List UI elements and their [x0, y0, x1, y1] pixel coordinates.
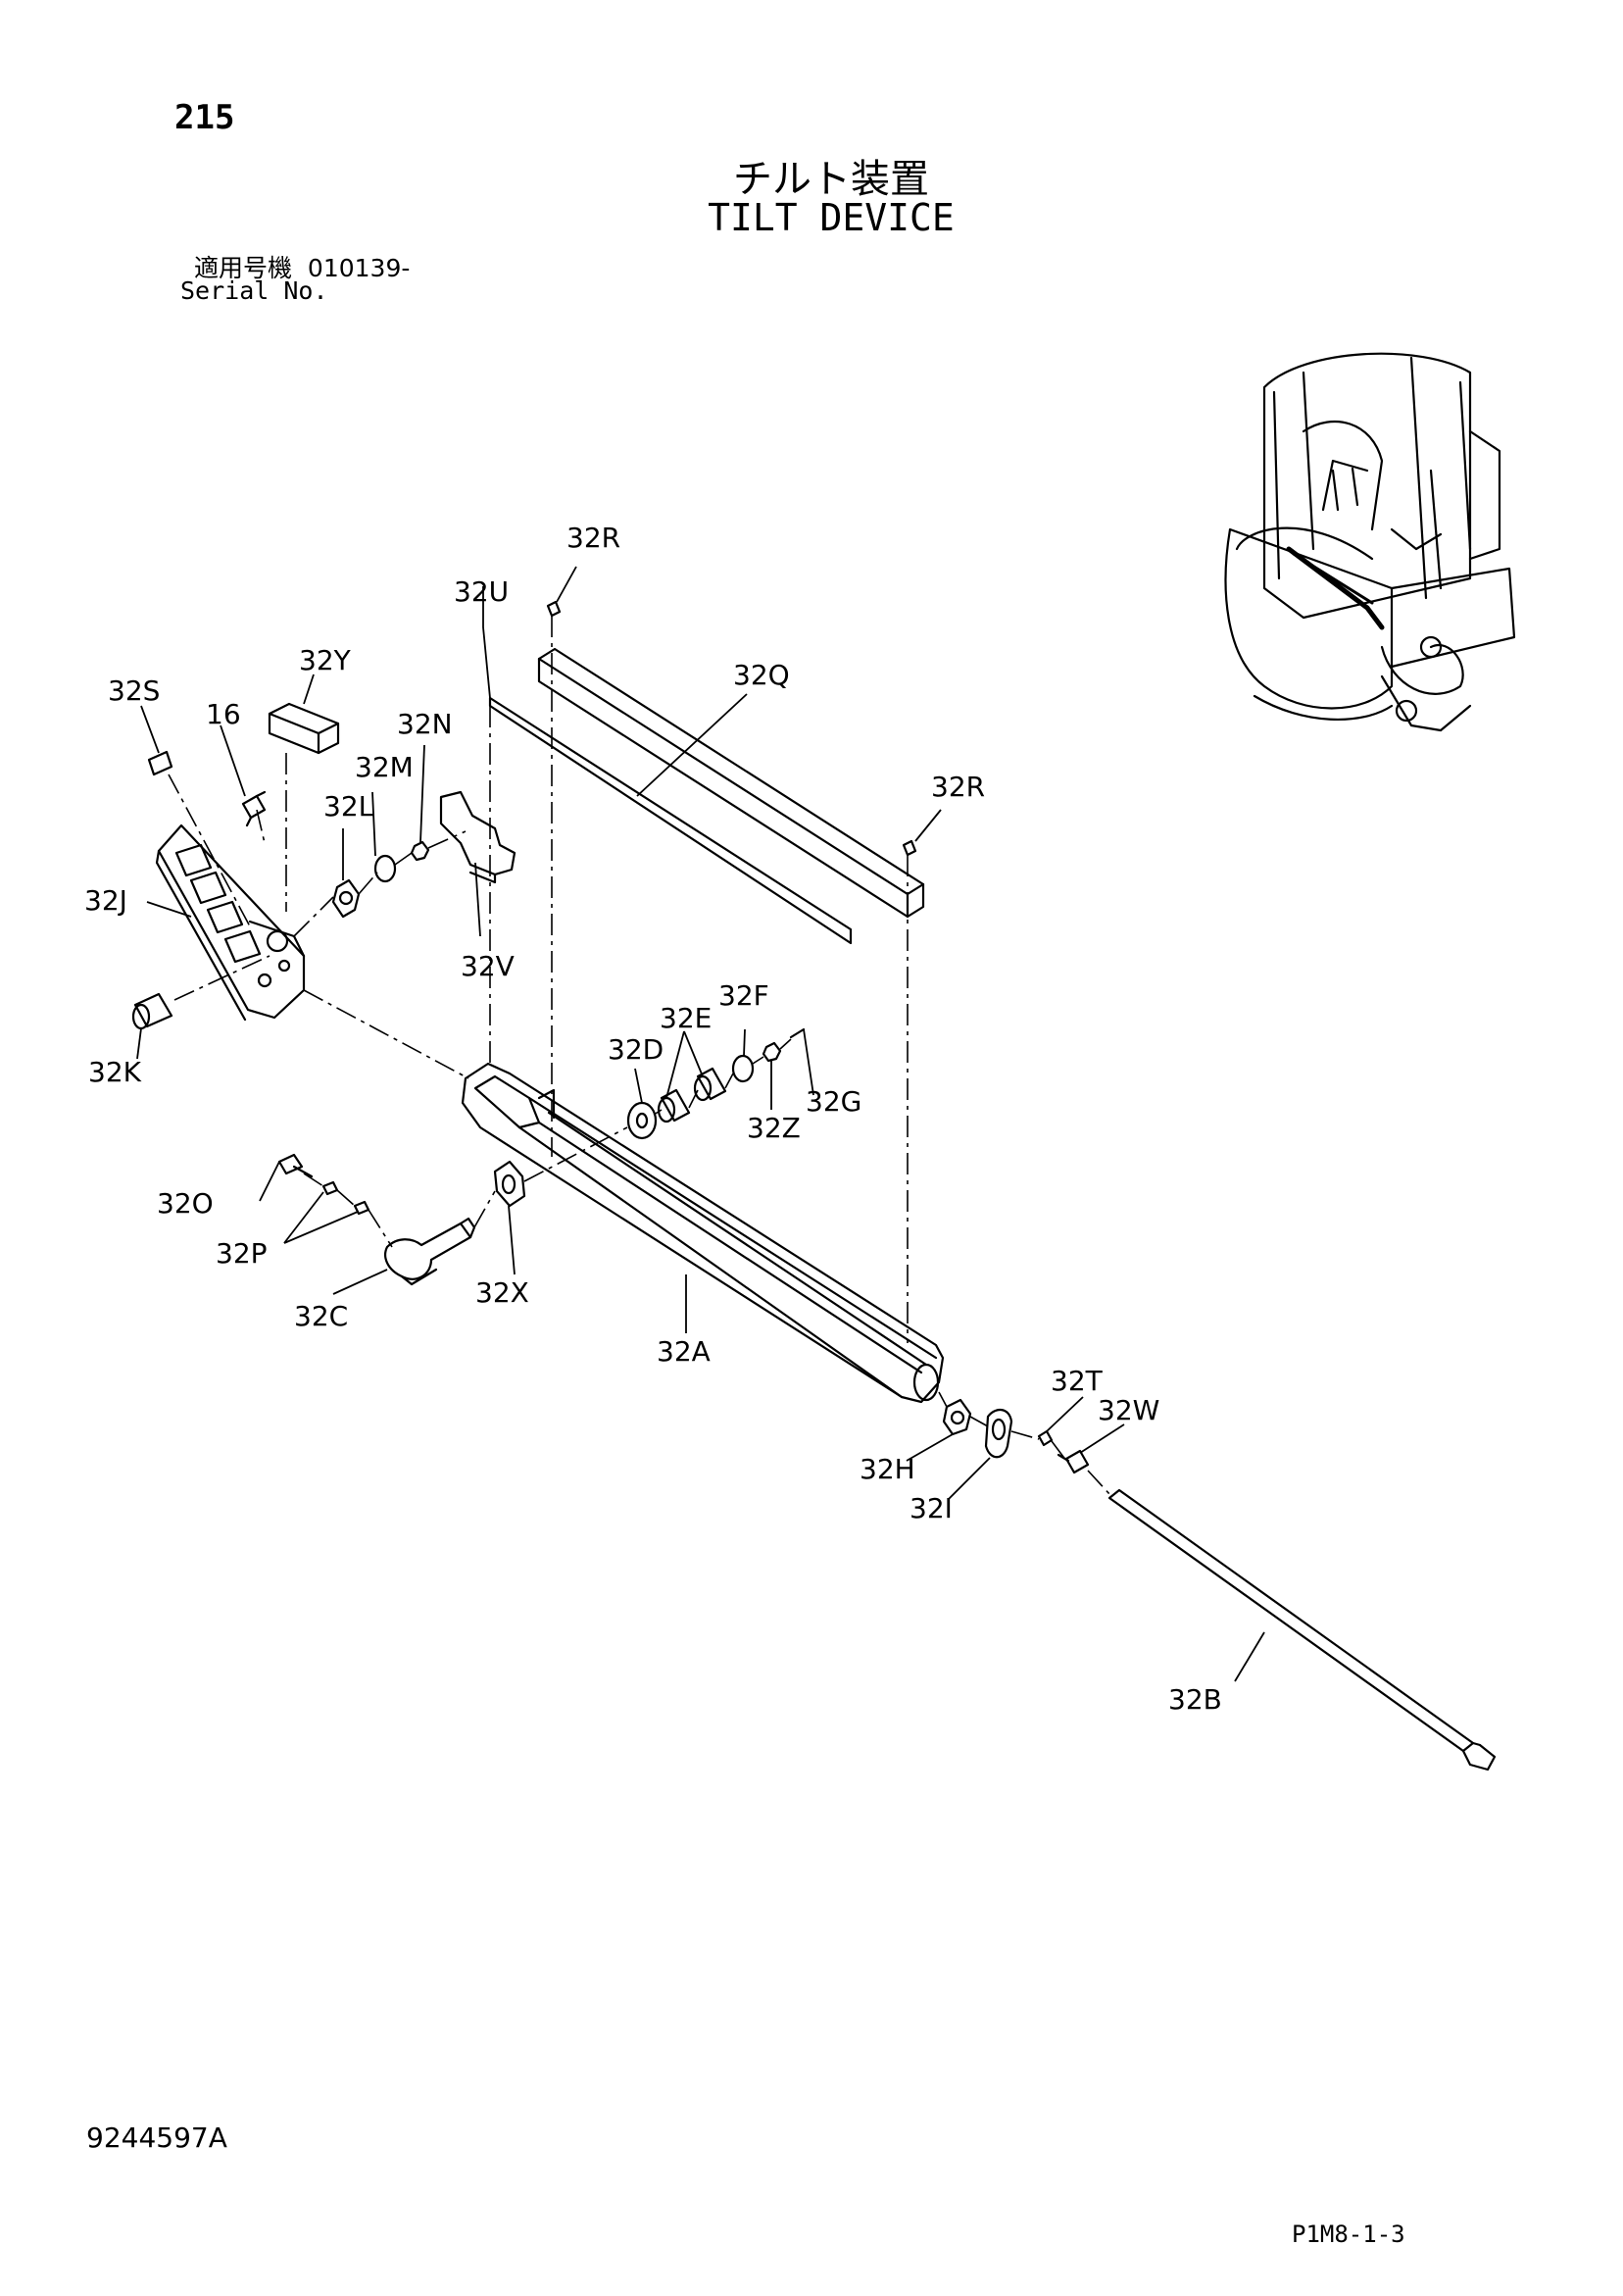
- part-32P-washer-a: [321, 1180, 339, 1196]
- part-32H-nut: [942, 1398, 972, 1436]
- callout-32B: 32B: [1168, 1683, 1222, 1716]
- part-32K-cap: [131, 992, 173, 1030]
- callout-32M: 32M: [355, 751, 414, 783]
- page-number: 215: [174, 98, 235, 137]
- callout-32H: 32H: [860, 1453, 915, 1485]
- callout-32Z: 32Z: [747, 1112, 801, 1144]
- part-32D-washer-inner: [635, 1112, 649, 1129]
- leader-lines: [136, 566, 1265, 1682]
- part-32R-clip-right: [902, 839, 917, 857]
- part-32A-handle-body: [461, 1062, 945, 1404]
- callout-32T: 32T: [1051, 1365, 1104, 1397]
- callout-32Y: 32Y: [299, 644, 352, 676]
- callout-32U: 32U: [454, 575, 509, 608]
- callout-32O: 32O: [157, 1187, 214, 1220]
- part-32C-knob: [384, 1217, 476, 1286]
- part-32E-bushing-b: [693, 1067, 727, 1102]
- part-32N-nut: [410, 840, 430, 862]
- part-32L-nut: [331, 878, 361, 919]
- part-32D-washer: [626, 1101, 658, 1140]
- part-32R-clip-top: [546, 600, 562, 618]
- part-32Y-block: [268, 702, 340, 755]
- part-32T-screw: [1037, 1429, 1054, 1447]
- callout-32E: 32E: [660, 1002, 712, 1034]
- callout-32N: 32N: [397, 708, 453, 740]
- callout-32A: 32A: [657, 1335, 711, 1368]
- callout-32J: 32J: [84, 884, 127, 917]
- title-english: TILT DEVICE: [708, 196, 955, 239]
- page-code: P1M8-1-3: [1292, 2221, 1405, 2248]
- callout-32X: 32X: [475, 1276, 529, 1309]
- callout-32D: 32D: [608, 1033, 664, 1066]
- callout-32C: 32C: [294, 1300, 348, 1332]
- part-32V-plate: [439, 790, 516, 884]
- serial-label-jp: 適用号機 010139-: [194, 249, 410, 284]
- part-32X-seal: [493, 1160, 526, 1208]
- part-32Q-cover: [537, 647, 925, 919]
- callout-32Q: 32Q: [733, 659, 790, 691]
- part-32B-rod: [1107, 1488, 1497, 1772]
- callout-32G: 32G: [806, 1085, 861, 1118]
- callout-32V: 32V: [461, 950, 515, 982]
- document-code: 9244597A: [86, 2121, 227, 2154]
- part-16-bolt: [241, 790, 267, 827]
- part-32S-pin: [147, 750, 173, 776]
- part-32E-bushing-a: [657, 1088, 691, 1123]
- callout-32K: 32K: [88, 1056, 142, 1088]
- part-32F-washer: [731, 1054, 755, 1083]
- part-32Z-nut: [762, 1041, 782, 1063]
- callout-32P: 32P: [216, 1237, 268, 1270]
- callout-16: 16: [206, 698, 241, 730]
- part-32I-plate: [984, 1409, 1013, 1459]
- callout-32I: 32I: [910, 1492, 953, 1524]
- serial-label-jp-text: 適用号機: [194, 254, 293, 282]
- part-32U-strip: [488, 696, 853, 945]
- part-32J-bracket: [155, 824, 306, 1022]
- callout-32L: 32L: [323, 790, 374, 823]
- alignment-lines: [168, 616, 1110, 1495]
- callout-32W: 32W: [1098, 1394, 1159, 1426]
- part-32M-washer: [373, 854, 397, 883]
- machine-locator-illustration: [1224, 352, 1516, 732]
- callout-32R-top: 32R: [566, 522, 620, 554]
- serial-label-en: Serial No.: [180, 276, 328, 305]
- part-32W-screw: [1057, 1449, 1090, 1474]
- serial-value: 010139-: [307, 254, 411, 282]
- part-32O-screw: [277, 1153, 314, 1178]
- title-japanese: チルト装置: [733, 157, 929, 202]
- callout-labels: 32R 32U 32Y 32Q 32S 16 32N 32M 32L 32R 3…: [84, 522, 1222, 1716]
- part-32G-pin: [789, 1027, 806, 1039]
- callout-32S: 32S: [108, 674, 160, 707]
- callout-32F: 32F: [718, 979, 769, 1012]
- callout-32R-right: 32R: [931, 771, 985, 803]
